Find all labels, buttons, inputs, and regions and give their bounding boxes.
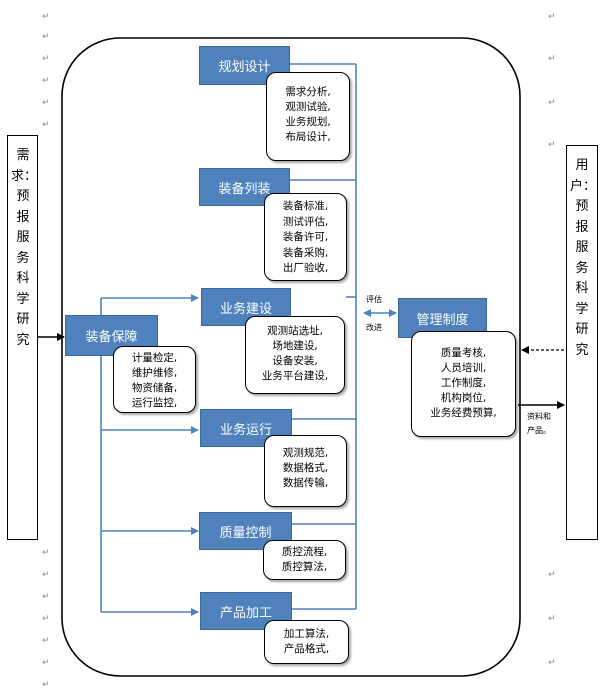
system-frame [61, 37, 521, 677]
para-mark: ↵ [548, 570, 556, 580]
output-label-bottom: 产品。 [527, 426, 551, 435]
para-mark: ↵ [42, 12, 50, 22]
output-label-top: 资料和 [527, 412, 551, 421]
detail-item: 机构岗位, [440, 392, 487, 404]
para-mark: ↵ [548, 12, 556, 22]
detail-item: 场地建设, [272, 340, 318, 352]
detail-item: 装备许可, [282, 231, 329, 243]
detail-item: 数据格式, [282, 462, 329, 474]
detail-item: 产品格式, [283, 643, 330, 655]
detail-item: 计量检定, [131, 352, 178, 364]
detail-item: 质控算法, [281, 561, 328, 573]
para-mark: ↵ [42, 548, 50, 558]
para-mark: ↵ [42, 54, 50, 64]
detail-item: 观测站选址, [267, 325, 323, 337]
detail-item: 装备采购, [282, 246, 329, 259]
detail-item: 需求分析, [285, 86, 331, 98]
detail-item: 工作制度, [440, 377, 487, 389]
evaluate-label: 评估 [366, 295, 382, 304]
detail-item: 维护维修, [131, 367, 178, 379]
detail-item: 数据传输, [282, 477, 329, 489]
para-mark: ↵ [42, 76, 50, 86]
demand-label: 需求：预报服务科学研究 [11, 148, 38, 348]
detail-item: 业务平台建设, [261, 370, 329, 382]
detail-item: 物资储备, [131, 382, 178, 394]
para-mark: ↵ [548, 98, 556, 108]
equip-support-details: 计量检定, 维护维修, 物资储备, 运行监控, [113, 346, 196, 413]
quality-control-details: 质控流程, 质控算法, [263, 540, 346, 580]
user-label: 用户：预报服务科学研究 [570, 158, 597, 358]
product-processing-details: 加工算法, 产品格式, [264, 620, 349, 664]
business-operation-details: 观测规范, 数据格式, 数据传输, [264, 435, 347, 507]
para-mark: ↵ [42, 680, 50, 690]
para-mark: ↵ [42, 32, 50, 42]
user-box: 用户：预报服务科学研究 [566, 145, 598, 540]
detail-item: 运行监控, [131, 397, 178, 409]
detail-item: 出厂验收, [282, 262, 329, 274]
management-details: 质量考核, 人员培训, 工作制度, 机构岗位, 业务经费预算, [411, 331, 516, 437]
business-build-details: 观测站选址, 场地建设, 设备安装, 业务平台建设, [245, 316, 345, 394]
para-mark: ↵ [42, 658, 50, 668]
para-mark: ↵ [42, 636, 50, 646]
planning-design-details: 需求分析, 观测试验, 业务规划, 布局设计, [266, 72, 350, 161]
para-mark: ↵ [548, 140, 556, 150]
detail-item: 业务规划, [285, 116, 331, 128]
detail-item: 测试评估, [282, 215, 329, 228]
detail-item: 观测试验, [285, 101, 331, 113]
para-mark: ↵ [548, 614, 556, 624]
demand-box: 需求：预报服务科学研究 [7, 135, 38, 540]
para-mark: ↵ [548, 658, 556, 668]
detail-item: 质控流程, [281, 546, 328, 558]
para-mark: ↵ [42, 592, 50, 602]
equipment-deploy-details: 装备标准, 测试评估, 装备许可, 装备采购, 出厂验收, [264, 193, 347, 281]
para-mark: ↵ [42, 98, 50, 108]
management-links [290, 63, 397, 610]
para-mark: ↵ [42, 120, 50, 130]
detail-item: 质量考核, [440, 347, 487, 359]
para-mark: ↵ [548, 54, 556, 64]
detail-item: 设备安装, [272, 355, 318, 367]
detail-item: 装备标准, [282, 200, 329, 212]
improve-label: 改进 [366, 323, 382, 332]
equip-support-links [100, 294, 199, 616]
para-mark: ↵ [42, 614, 50, 624]
detail-item: 人员培训, [440, 362, 487, 374]
detail-item: 观测规范, [282, 447, 329, 459]
detail-item: 加工算法, [283, 628, 330, 640]
para-mark: ↵ [42, 570, 50, 580]
detail-item: 布局设计, [285, 131, 331, 143]
detail-item: 业务经费预算, [430, 407, 497, 419]
